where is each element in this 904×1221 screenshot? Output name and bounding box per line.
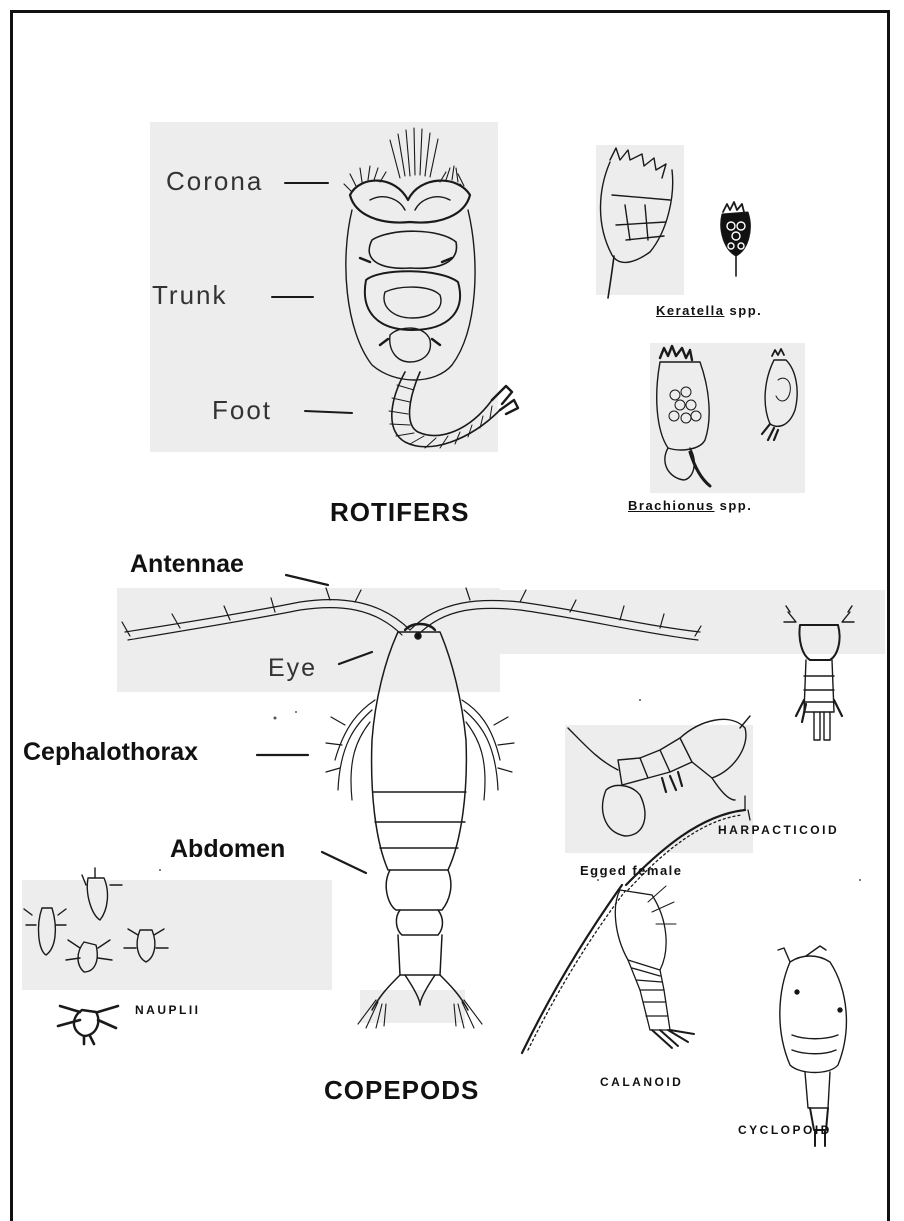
keratella-genus: Keratella xyxy=(656,303,724,318)
brachionus-genus: Brachionus xyxy=(628,498,715,513)
label-egged-female: Egged female xyxy=(580,863,683,878)
label-cyclopoid: CYCLOPOID xyxy=(738,1123,832,1137)
cyclopoid-drawing xyxy=(778,946,846,1146)
label-keratella: Keratella spp. xyxy=(656,303,762,318)
label-trunk: Trunk xyxy=(152,280,228,311)
label-cephalothorax: Cephalothorax xyxy=(23,738,198,767)
brachionus-suffix: spp. xyxy=(720,498,753,513)
keratella-small-drawing xyxy=(721,202,751,276)
label-eye: Eye xyxy=(268,654,317,683)
label-corona: Corona xyxy=(166,166,263,197)
label-antennae: Antennae xyxy=(130,550,244,579)
label-foot: Foot xyxy=(212,395,272,426)
label-nauplii: NAUPLII xyxy=(135,1003,201,1017)
label-calanoid: CALANOID xyxy=(600,1075,683,1089)
title-copepods: COPEPODS xyxy=(324,1075,479,1106)
keratella-suffix: spp. xyxy=(730,303,763,318)
label-harpacticoid: HARPACTICOID xyxy=(718,823,839,837)
title-rotifers: ROTIFERS xyxy=(330,497,469,528)
label-abdomen: Abdomen xyxy=(170,835,285,864)
label-brachionus: Brachionus spp. xyxy=(628,498,752,513)
